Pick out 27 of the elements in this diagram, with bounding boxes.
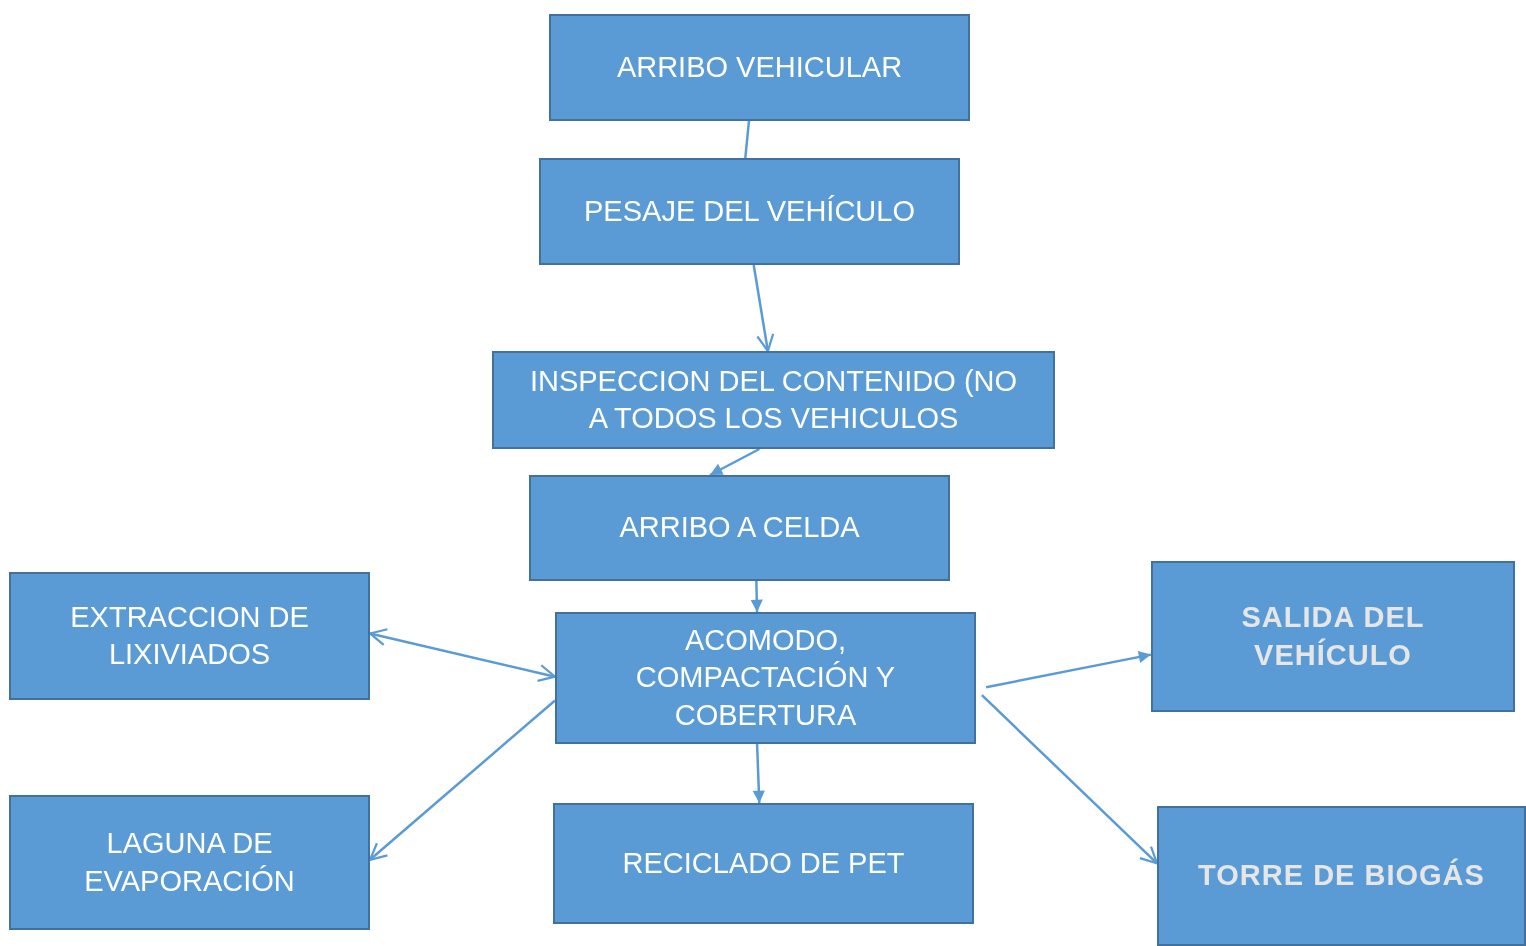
box-label: EXTRACCION DE LIXIVIADOS [69,599,310,672]
process-box [1157,806,1526,946]
arrow [709,447,760,477]
box-label: ACOMODO, COMPACTACIÓN Y COBERTURA [634,623,897,733]
connector-line [744,120,751,159]
process-box [492,351,1055,449]
arrow [750,580,763,613]
arrow [752,743,765,804]
arrow [752,264,775,353]
process-box [549,14,970,121]
box-label: INSPECCION DEL CONTENIDO (NO A TODOS LOS VEHICULOS [528,363,1019,436]
arrow [985,651,1152,689]
box-label: LAGUNA DE EVAPORACIÓN [83,826,296,899]
arrow [981,694,1159,865]
box-label: ARRIBO A CELDA [619,510,860,546]
process-box [539,158,960,265]
process-box [9,572,370,700]
box-label: SALIDA DEL VEHÍCULO [1240,600,1426,673]
box-label: TORRE DE BIOGÁS [1198,857,1485,894]
process-box [555,612,976,744]
box-label: RECICLADO DE PET [622,845,905,881]
box-label: PESAJE DEL VEHÍCULO [584,193,915,229]
process-box [9,795,370,930]
process-box [529,475,950,581]
process-box [553,803,974,924]
box-label: ARRIBO VEHICULAR [616,49,903,85]
process-box [1151,561,1515,712]
